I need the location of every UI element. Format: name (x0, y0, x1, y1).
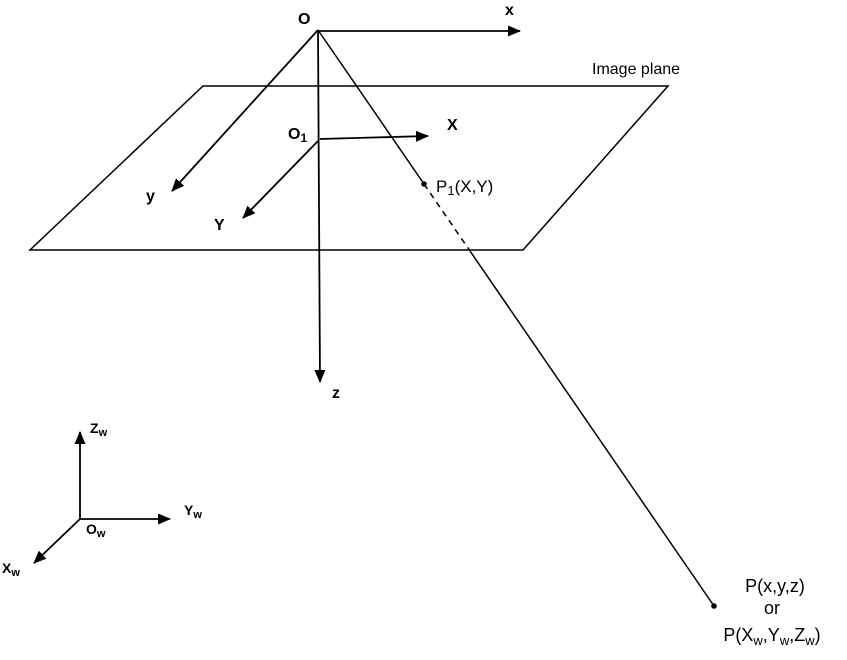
camera-y-axis (171, 29, 319, 192)
camera-z-axis-label: z (332, 385, 340, 402)
label-part-sub: 1 (300, 131, 307, 145)
point-p1-label: P1(X,Y) (436, 177, 493, 198)
world-y-axis-label: Yw (184, 502, 202, 521)
image-origin-label: O1 (288, 126, 307, 145)
image-x-axis (319, 130, 429, 142)
world-x-axis-label: Xw (2, 560, 20, 579)
label-part-sub: w (192, 509, 202, 521)
label-part-sub: w (804, 633, 815, 648)
label-part: O (86, 521, 97, 537)
label-part: X (2, 560, 12, 576)
projection-ray-dashed (423, 183, 471, 252)
point-p1-dot (421, 181, 427, 187)
label-part: ) (815, 625, 821, 645)
label-part-sub: w (98, 427, 108, 439)
projection-ray-upper (317, 29, 425, 185)
image-y-axis-label: Y (214, 217, 225, 234)
point-p-label-line1: P(x,y,z) (745, 576, 805, 596)
label-part: (X,Y) (455, 177, 494, 196)
label-part-sub: w (10, 567, 20, 579)
label-part: Z (90, 420, 99, 436)
point-p-label-line3: P(Xw,Yw,Zw) (723, 625, 820, 648)
label-part: ,Z (789, 625, 805, 645)
label-part: O (288, 126, 300, 143)
image-plane-outline (28, 85, 670, 251)
label-part: P (436, 177, 447, 196)
label-part: ,Y (763, 625, 780, 645)
point-p-label-or: or (764, 598, 780, 618)
world-x-axis (33, 518, 81, 564)
label-part-sub: w (96, 528, 106, 540)
camera-y-axis-label: y (146, 188, 155, 205)
camera-x-axis-label: x (505, 2, 514, 19)
point-p-dot (711, 603, 717, 609)
label-part-sub: w (752, 633, 763, 648)
camera-z-axis (314, 29, 326, 383)
projection-ray-lower (469, 250, 715, 607)
world-origin-label: Ow (86, 521, 106, 540)
label-part: Y (184, 502, 194, 518)
image-plane-label: Image plane (592, 61, 680, 78)
image-x-axis-label: X (447, 117, 458, 134)
label-part: P(X (723, 625, 753, 645)
camera-origin-label: O (298, 11, 310, 28)
world-z-axis-label: Zw (90, 420, 108, 439)
image-y-axis (242, 140, 319, 219)
label-part-sub: w (779, 633, 790, 648)
label-part-sub: 1 (447, 183, 454, 198)
